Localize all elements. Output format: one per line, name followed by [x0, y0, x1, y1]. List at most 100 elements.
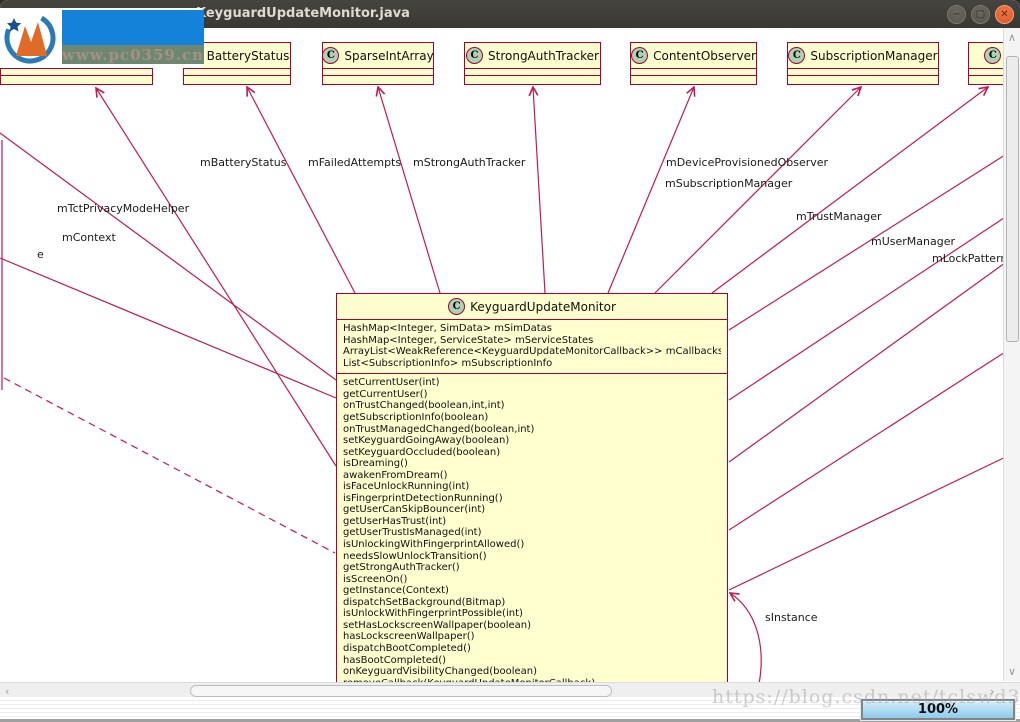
scroll-down-icon[interactable]: ∨	[1008, 665, 1017, 678]
method-row: getStrongAuthTracker()	[343, 562, 460, 574]
edge-label-mfailedattempts: mFailedAttempts	[308, 156, 402, 169]
method-row: dispatchSetBackground(Bitmap)	[343, 596, 506, 608]
class-methods: setCurrentUser(int)getCurrentUser()onTru…	[337, 374, 727, 682]
method-row: isUnlockingWithFingerprintAllowed()	[343, 539, 525, 551]
window-title: KeyguardUpdateMonitor.java	[196, 6, 410, 21]
status-bar: 100%	[0, 697, 1020, 722]
method-row: isDreaming()	[343, 458, 408, 470]
minimize-button[interactable]: −	[947, 5, 966, 24]
pc0359-banner: www.pc0359.cn	[62, 10, 205, 66]
method-row: setKeyguardGoingAway(boolean)	[343, 435, 510, 447]
edge-label-sinstance: sInstance	[765, 611, 818, 624]
edge-label-mstrongauthtracker: mStrongAuthTracker	[413, 156, 526, 169]
vertical-scrollbar: ∧ ∨	[1003, 28, 1020, 681]
field-row: ArrayList<WeakReference<KeyguardUpdateMo…	[343, 346, 721, 358]
zoom-indicator[interactable]: 100%	[861, 699, 1015, 720]
pc0359-site-strip: www.pc0359.cn	[62, 45, 205, 64]
method-row: getUserCanSkipBouncer(int)	[343, 504, 486, 516]
method-row: setCurrentUser(int)	[343, 377, 440, 389]
class-icon: C	[466, 47, 483, 64]
class-name: BatteryStatus	[206, 48, 290, 63]
class-icon: C	[631, 47, 649, 64]
method-row: getUserHasTrust(int)	[343, 515, 447, 527]
method-row: getUserTrustIsManaged(int)	[343, 527, 482, 539]
method-row: getInstance(Context)	[343, 585, 449, 597]
relation-lines	[0, 28, 1017, 682]
method-row: onTrustChanged(boolean,int,int)	[343, 400, 505, 412]
pc0359-blue-block	[62, 10, 205, 45]
method-row: needsSlowUnlockTransition()	[343, 550, 487, 562]
field-row: List<SubscriptionInfo> mSubscriptionInfo	[343, 357, 553, 369]
edge-label-mbatterystatus: mBatteryStatus	[200, 156, 287, 169]
class-icon: C	[323, 47, 340, 64]
horizontal-scrollbar-thumb[interactable]	[190, 685, 612, 697]
fields-compartment	[788, 69, 938, 76]
fields-compartment	[323, 69, 433, 76]
fields-compartment	[1, 69, 152, 76]
fields-compartment	[465, 69, 600, 76]
method-row: isUnlockWithFingerprintPossible(int)	[343, 608, 523, 620]
class-icon: C	[788, 47, 806, 64]
field-row: HashMap<Integer, SimData> mSimDatas	[343, 323, 553, 334]
methods-compartment	[465, 76, 600, 84]
class-title: C SparseIntArray	[323, 43, 433, 69]
method-row: getSubscriptionInfo(boolean)	[343, 412, 489, 424]
method-row: onTrustManagedChanged(boolean,int)	[343, 423, 535, 435]
class-name: SparseIntArray	[344, 48, 433, 63]
methods-compartment	[323, 76, 433, 84]
edge-label-mtctprivacymodehelper: mTctPrivacyModeHelper	[57, 202, 190, 215]
method-row: setHasLockscreenWallpaper(boolean)	[343, 619, 531, 631]
pc0359-site-text: www.pc0359.cn	[62, 45, 205, 64]
edge-label-mtrustmanager: mTrustManager	[796, 210, 882, 223]
method-row: isScreenOn()	[343, 573, 408, 585]
method-row: getCurrentUser()	[343, 388, 428, 400]
edge-label-musermanager: mUserManager	[871, 235, 956, 248]
fields-compartment	[631, 69, 756, 76]
class-name: StrongAuthTracker	[488, 48, 599, 63]
window-controls: − ▢ ✕	[947, 5, 1014, 24]
fields-compartment	[969, 69, 1020, 76]
class-icon: C	[448, 298, 466, 315]
method-row: setKeyguardOccluded(boolean)	[343, 446, 501, 458]
fields-compartment	[184, 69, 290, 76]
zoom-value: 100%	[917, 702, 959, 717]
edge-label-e: e	[37, 248, 44, 261]
class-title: C StrongAuthTracker	[465, 43, 600, 69]
class-name: SubscriptionManager	[810, 48, 938, 63]
method-row: isFingerprintDetectionRunning()	[343, 492, 503, 504]
method-row: hasBootCompleted()	[343, 654, 447, 666]
edge-label-mdeviceprovisionedobserver: mDeviceProvisionedObserver	[666, 156, 829, 169]
class-name: KeyguardUpdateMonitor	[470, 299, 616, 314]
close-button[interactable]: ✕	[995, 5, 1014, 24]
edge-label-mlockpattern: mLockPattern	[932, 252, 1008, 265]
class-title: C SubscriptionManager	[788, 43, 938, 69]
scroll-right-icon[interactable]: ›	[990, 685, 995, 698]
edge-label-msubscriptionmanager: mSubscriptionManager	[665, 177, 793, 190]
scroll-up-icon[interactable]: ∧	[1008, 31, 1017, 44]
class-box-strongauthtracker: C StrongAuthTracker	[464, 42, 601, 85]
edge-label-mcontext: mContext	[62, 231, 116, 244]
csdn-watermark: https://blog.csdn.net/tclswd3	[712, 686, 1020, 708]
methods-compartment	[788, 76, 938, 84]
field-row: HashMap<Integer, ServiceState> mServiceS…	[343, 334, 594, 346]
horizontal-scrollbar: ‹ ›	[0, 682, 1020, 697]
methods-compartment	[184, 76, 290, 84]
method-row: awakenFromDream()	[343, 469, 448, 481]
method-row: isFaceUnlockRunning(int)	[343, 481, 470, 493]
pc0359-logo-icon	[2, 10, 60, 64]
method-row: hasLockscreenWallpaper()	[343, 631, 475, 643]
method-row: dispatchBootCompleted()	[343, 642, 471, 654]
class-box-keyguardupdatemonitor: C KeyguardUpdateMonitor HashMap<Integer,…	[336, 293, 728, 682]
maximize-button[interactable]: ▢	[971, 5, 990, 24]
methods-compartment	[1, 76, 152, 84]
pc0359-watermark: www.pc0359.cn	[0, 8, 205, 68]
class-icon: C	[984, 47, 1002, 64]
scroll-left-icon[interactable]: ‹	[5, 685, 10, 698]
methods-compartment	[631, 76, 756, 84]
class-box-subscriptionmanager: C SubscriptionManager	[787, 42, 939, 85]
vertical-scrollbar-thumb[interactable]	[1006, 56, 1019, 342]
